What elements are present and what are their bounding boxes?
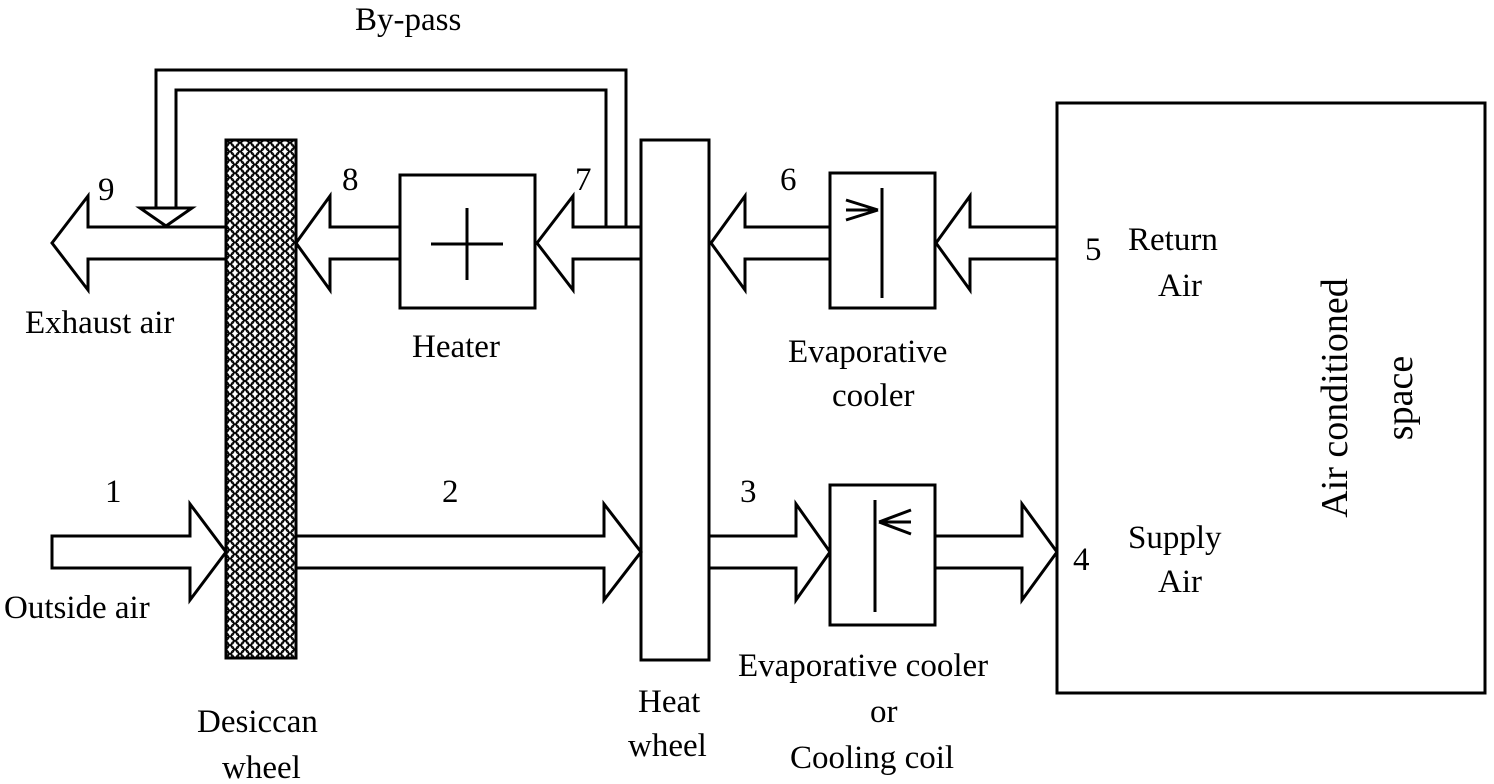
state-point-8: 8 — [342, 162, 359, 198]
state-point-5: 5 — [1085, 232, 1102, 268]
state-point-3: 3 — [740, 474, 757, 510]
evaporative-cooler-or-coil — [828, 483, 937, 627]
coil-symbol-arm2 — [878, 520, 912, 536]
flow-arrow-6 — [709, 191, 832, 295]
return-air-label-line1: Return — [1128, 222, 1218, 258]
heat-wheel-label-line2: wheel — [628, 728, 707, 764]
state-point-9: 9 — [98, 172, 115, 208]
desiccant-wheel-label-line2: wheel — [222, 750, 301, 784]
supply-air-label-line1: Supply — [1128, 520, 1222, 556]
space-label-line2: space — [1379, 356, 1421, 440]
supply-air-label-line2: Air — [1158, 564, 1202, 600]
flow-arrow-8 — [294, 191, 402, 295]
evap-cooler-return-symbol-arm2 — [845, 208, 879, 222]
bypass-inner-line — [174, 88, 608, 228]
return-air-arrow — [934, 191, 1059, 295]
flow-arrow-3 — [707, 499, 832, 605]
state-point-2: 2 — [442, 474, 459, 510]
exhaust-air-label: Exhaust air — [25, 305, 174, 341]
supply-air-arrow — [933, 499, 1059, 605]
air-conditioned-space — [1055, 101, 1487, 695]
bypass-label: By-pass — [355, 2, 461, 38]
bypass-arrow — [135, 206, 197, 228]
desiccant-wheel-label-line1: Desiccan — [197, 704, 318, 740]
exhaust-air-arrow — [50, 191, 230, 295]
outside-air-arrow — [50, 499, 228, 605]
heat-wheel — [639, 138, 711, 662]
evap-or-coil-label-line3: Cooling coil — [790, 740, 954, 776]
evaporative-cooler-label-line2: cooler — [832, 378, 914, 414]
coil-symbol-arm1 — [878, 508, 912, 524]
flow-arrow-2 — [294, 499, 643, 605]
heater-label: Heater — [412, 329, 500, 365]
state-point-6: 6 — [780, 162, 797, 198]
state-point-7: 7 — [575, 162, 592, 198]
state-point-4: 4 — [1073, 542, 1090, 578]
desiccant-wheel — [224, 138, 298, 660]
evap-cooler-return-symbol-arm1 — [845, 198, 879, 212]
evap-or-coil-label-line2: or — [870, 694, 898, 730]
evaporative-cooler-label-line1: Evaporative — [788, 334, 947, 370]
outside-air-label: Outside air — [4, 590, 150, 626]
heat-wheel-label-line1: Heat — [638, 684, 700, 720]
space-label-line1: Air conditioned — [1314, 278, 1356, 518]
bypass-outer-line — [154, 68, 628, 228]
state-point-1: 1 — [105, 474, 122, 510]
flow-arrow-7 — [535, 191, 643, 295]
evap-or-coil-label-line1: Evaporative cooler — [738, 648, 988, 684]
return-air-label-line2: Air — [1158, 268, 1202, 304]
